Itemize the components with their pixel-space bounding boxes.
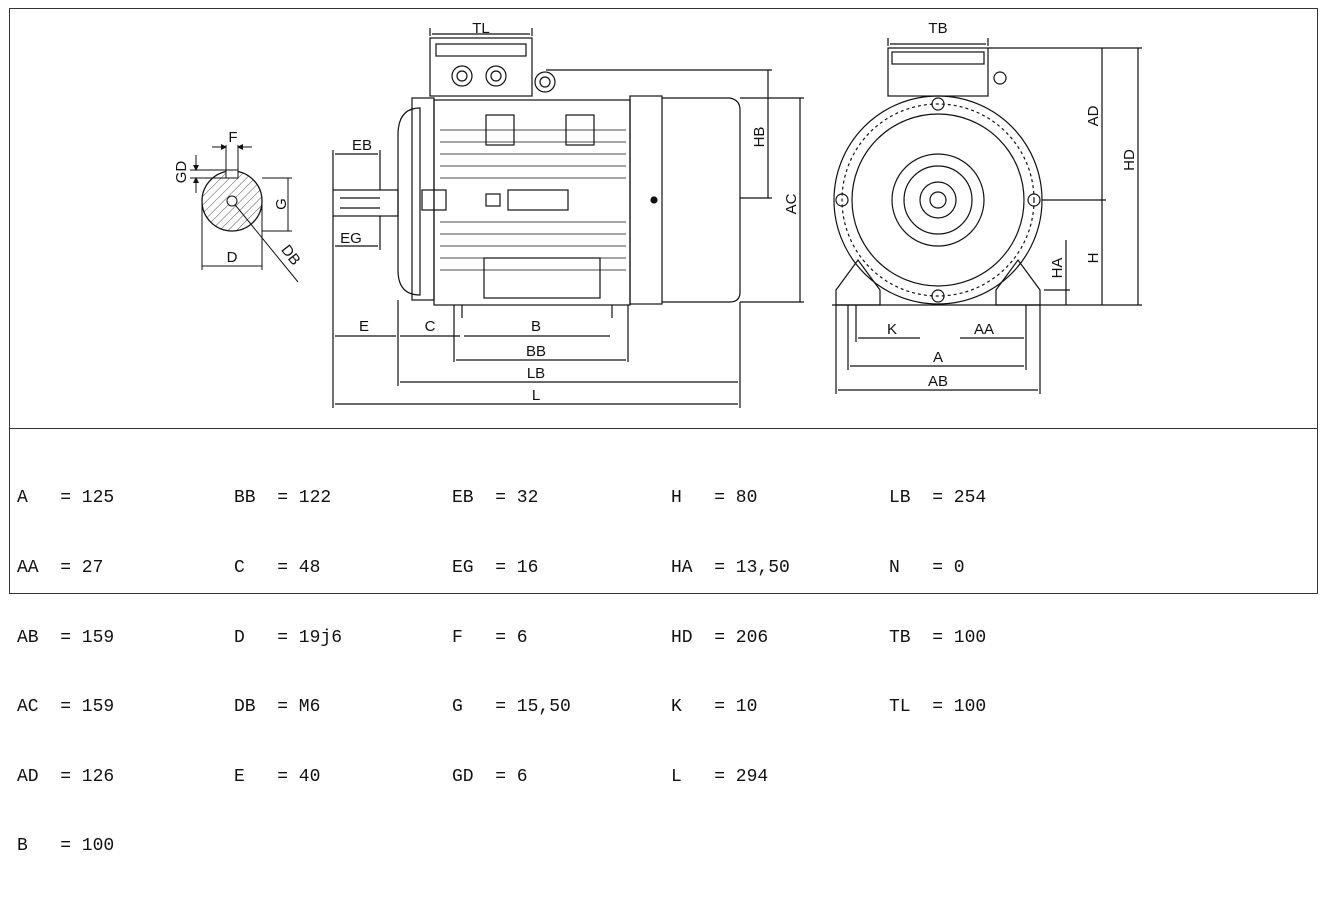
dimension-column-2: BB = 122 C = 48 D = 19j6 DB = M6 E = 40 — [234, 441, 342, 835]
label-tl: TL — [472, 20, 490, 37]
label-lb: LB — [527, 365, 545, 382]
dimension-entry: AA = 27 — [17, 558, 104, 578]
dimension-entry: K = 10 — [671, 697, 758, 718]
dimension-entry: HA = 13,50 — [671, 558, 790, 578]
dimension-entry: A = 125 — [17, 488, 115, 509]
label-g: G — [273, 198, 290, 210]
dimension-entry: LB = 254 — [889, 488, 987, 509]
label-db: DB — [277, 242, 303, 269]
label-hd: HD — [1121, 149, 1138, 171]
dimension-column-1: A = 125 AA = 27 AB = 159 AC = 159 AD = 1… — [17, 441, 114, 905]
dimension-entry: BB = 122 — [234, 488, 332, 509]
dimension-entry: TL = 100 — [889, 697, 987, 718]
dimension-entry: AB = 159 — [17, 627, 115, 648]
label-ha: HA — [1049, 258, 1066, 279]
drawing-frame — [9, 8, 1318, 594]
dimension-entry: H = 80 — [671, 488, 758, 509]
table-divider — [9, 428, 1318, 429]
dimension-entry: DB = M6 — [234, 697, 321, 718]
dimension-entry: GD = 6 — [452, 766, 528, 787]
label-eb: EB — [352, 137, 372, 154]
dimension-column-5: LB = 254 N = 0 TB = 100 TL = 100 — [889, 441, 986, 766]
label-h: H — [1085, 253, 1102, 264]
label-b: B — [531, 318, 541, 335]
shaft-key — [225, 169, 239, 179]
label-d: D — [227, 249, 238, 266]
label-ad: AD — [1085, 105, 1102, 126]
dimension-entry: B = 100 — [17, 836, 115, 857]
dimension-entry: AD = 126 — [17, 766, 115, 787]
label-tb: TB — [928, 20, 947, 37]
label-bb: BB — [526, 343, 546, 360]
dimension-entry: F = 6 — [452, 627, 528, 648]
dimension-column-3: EB = 32 EG = 16 F = 6 G = 15,50 GD = 6 — [452, 441, 571, 835]
label-c: C — [425, 318, 436, 335]
motor-front-view — [832, 38, 1142, 394]
label-e: E — [359, 318, 369, 335]
dimension-column-4: H = 80 HA = 13,50 HD = 206 K = 10 L = 29… — [671, 441, 790, 835]
front-terminal-box — [887, 47, 989, 97]
motor-side-view — [332, 28, 804, 408]
label-hb: HB — [751, 127, 768, 148]
dimension-entry: EB = 32 — [452, 488, 539, 509]
dimension-entry: C = 48 — [234, 558, 321, 578]
dimension-entry: G = 15,50 — [452, 697, 571, 718]
label-l: L — [532, 387, 540, 404]
dimension-entry: TB = 100 — [889, 627, 987, 648]
motor-dimension-drawing: F GD G D DB — [0, 0, 1320, 428]
label-aa: AA — [974, 321, 994, 338]
technical-drawing-svg: F GD G D DB — [173, 20, 1142, 408]
dimension-entry: L = 294 — [671, 766, 769, 787]
label-ab: AB — [928, 373, 948, 390]
dimension-entry: N = 0 — [889, 558, 965, 578]
label-gd: GD — [173, 161, 190, 184]
label-f: F — [228, 129, 237, 146]
dimension-entry: AC = 159 — [17, 697, 115, 718]
label-ac: AC — [783, 193, 800, 214]
label-eg: EG — [340, 230, 362, 247]
label-k: K — [887, 321, 897, 338]
terminal-box — [429, 37, 533, 97]
dimension-entry: EG = 16 — [452, 558, 539, 578]
label-a: A — [933, 349, 943, 366]
dimension-entry: E = 40 — [234, 766, 321, 787]
shaft-section-view — [190, 144, 299, 283]
dimension-entry: HD = 206 — [671, 627, 769, 648]
dimension-entry: D = 19j6 — [234, 627, 343, 648]
